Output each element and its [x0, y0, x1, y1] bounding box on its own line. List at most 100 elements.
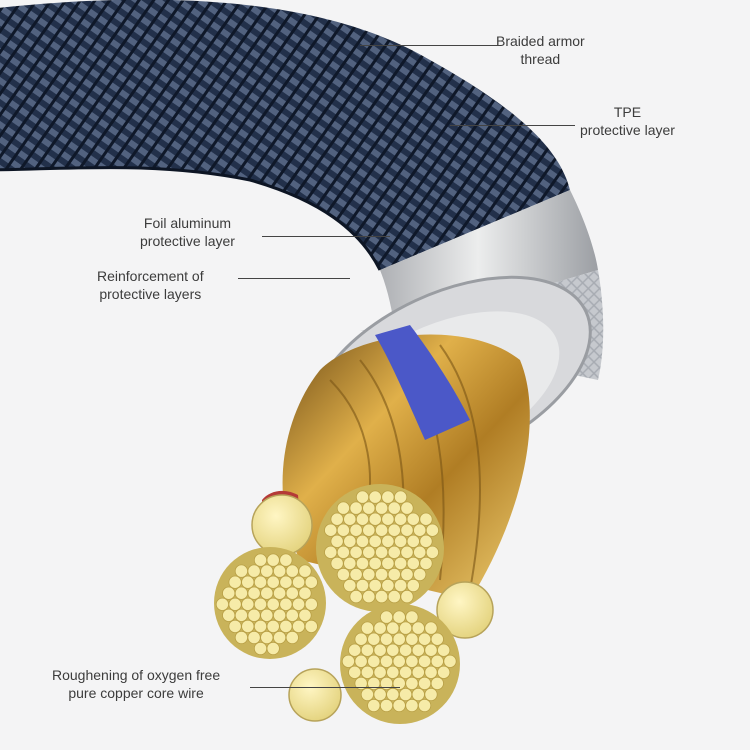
- copper-strand: [386, 621, 400, 635]
- copper-strand: [228, 575, 242, 589]
- leader-copper-core: [250, 687, 400, 688]
- copper-strand: [379, 632, 394, 646]
- copper-strand: [379, 610, 394, 624]
- leader-braided-armor: [360, 45, 500, 46]
- copper-strand: [373, 687, 387, 702]
- copper-strand: [234, 630, 248, 645]
- copper-strand: [234, 608, 248, 622]
- copper-strand: [417, 654, 432, 668]
- copper-strand: [386, 665, 400, 679]
- copper-strand: [348, 665, 362, 679]
- copper-strand: [272, 586, 287, 600]
- solid-copper-rod: [288, 668, 342, 722]
- copper-strand: [381, 556, 395, 571]
- copper-strand: [405, 676, 419, 691]
- copper-strand: [411, 687, 425, 702]
- copper-strand: [393, 490, 408, 504]
- copper-strand: [381, 534, 395, 548]
- copper-strand: [437, 665, 451, 679]
- copper-strand: [354, 654, 368, 668]
- copper-strand: [355, 556, 370, 571]
- copper-strand: [405, 632, 419, 646]
- copper-strand: [374, 589, 389, 604]
- copper-strand: [260, 586, 274, 600]
- copper-strand: [424, 687, 438, 702]
- copper-strand: [266, 597, 280, 611]
- copper-strand: [392, 698, 406, 713]
- copper-strand: [374, 523, 389, 537]
- copper-strand: [343, 512, 357, 526]
- copper-strand: [379, 698, 394, 713]
- copper-strand: [417, 632, 432, 646]
- copper-strand: [291, 575, 306, 589]
- solid-copper-rod: [436, 581, 494, 639]
- copper-strand: [260, 564, 274, 578]
- copper-strand: [253, 619, 268, 634]
- copper-strand: [360, 621, 374, 635]
- copper-strand: [336, 523, 350, 537]
- copper-strand: [381, 490, 395, 504]
- copper-strand: [430, 676, 444, 691]
- copper-strand: [406, 556, 420, 571]
- copper-strand: [373, 665, 387, 679]
- copper-strand: [374, 501, 389, 515]
- label-braided-armor: Braided armor thread: [496, 33, 585, 67]
- copper-strand: [411, 621, 425, 635]
- copper-strand: [285, 608, 299, 622]
- copper-strand: [253, 575, 268, 589]
- copper-strand: [260, 608, 274, 622]
- copper-strand: [360, 643, 374, 657]
- copper-strand: [387, 523, 401, 537]
- copper-strand: [349, 523, 363, 537]
- copper-strand: [393, 512, 408, 526]
- copper-strand: [367, 632, 381, 646]
- copper-strand: [362, 523, 376, 537]
- copper-strand: [398, 687, 413, 702]
- copper-strand: [266, 641, 280, 656]
- solid-copper-rod: [251, 494, 313, 556]
- copper-strand: [336, 545, 350, 559]
- copper-strand: [272, 608, 287, 622]
- copper-strand: [285, 586, 299, 600]
- copper-strand: [413, 567, 427, 582]
- copper-strand: [424, 665, 438, 679]
- copper-strand: [234, 586, 248, 600]
- copper-strand: [324, 523, 338, 537]
- copper-strand: [419, 534, 433, 548]
- copper-strand: [430, 632, 444, 646]
- copper-strand: [393, 556, 408, 571]
- copper-strand: [266, 619, 280, 634]
- copper-strand: [336, 501, 350, 515]
- copper-strand: [406, 512, 420, 526]
- copper-strand: [343, 534, 357, 548]
- copper-strand: [260, 630, 274, 645]
- copper-strand: [349, 545, 363, 559]
- copper-strand: [330, 556, 344, 571]
- copper-strand: [393, 534, 408, 548]
- copper-strand: [413, 523, 427, 537]
- copper-strand: [355, 534, 370, 548]
- copper-strand: [417, 676, 432, 691]
- copper-strand: [241, 597, 255, 611]
- copper-strand: [368, 578, 382, 593]
- copper-strand: [417, 698, 432, 713]
- copper-strand: [354, 632, 368, 646]
- copper-strand: [400, 523, 414, 537]
- copper-strand: [392, 654, 406, 668]
- copper-strand: [393, 578, 408, 593]
- copper-strand: [400, 501, 414, 515]
- copper-strand: [362, 589, 376, 604]
- copper-strand: [360, 665, 374, 679]
- copper-strand: [349, 567, 363, 582]
- copper-strand: [406, 578, 420, 593]
- copper-strand: [222, 608, 236, 622]
- copper-strand: [241, 575, 255, 589]
- copper-strand: [368, 534, 382, 548]
- copper-strand: [419, 556, 433, 571]
- copper-strand: [304, 619, 318, 634]
- copper-strand: [343, 556, 357, 571]
- copper-strand: [387, 501, 401, 515]
- copper-strand: [362, 545, 376, 559]
- copper-strand: [349, 501, 363, 515]
- copper-strand: [279, 619, 293, 634]
